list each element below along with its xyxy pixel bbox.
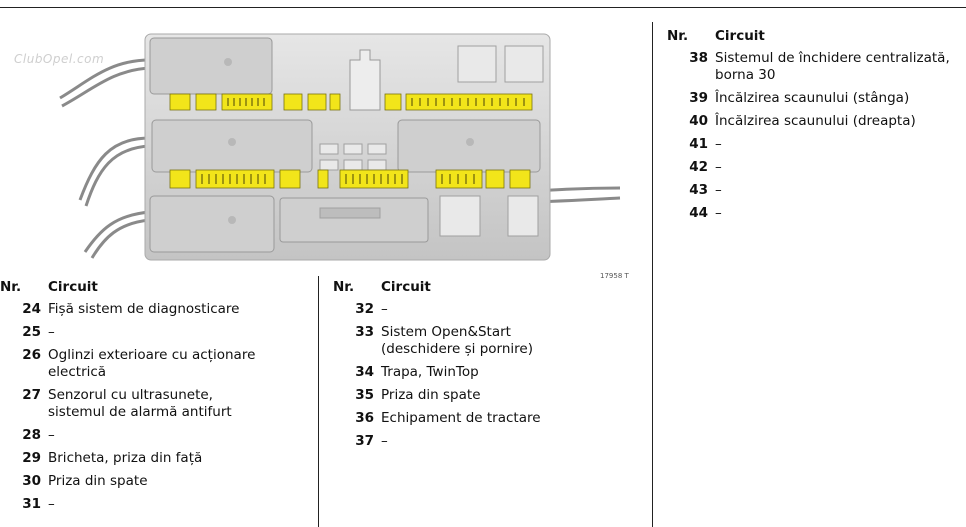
table-header: Nr. Circuit xyxy=(667,28,962,50)
table-row: 29 Bricheta, priza din față xyxy=(0,450,300,467)
row-number: 28 xyxy=(22,427,41,443)
header-nr: Nr. xyxy=(667,28,689,44)
header-circuit: Circuit xyxy=(48,279,98,295)
circuit-table-2: Nr. Circuit 32 – 33 Sistem Open&Start (d… xyxy=(333,279,623,456)
row-number: 26 xyxy=(22,347,41,363)
row-number: 25 xyxy=(22,324,41,340)
row-circuit: Priza din spate xyxy=(381,387,481,403)
row-circuit: Trapa, TwinTop xyxy=(381,364,479,380)
row-circuit: Încălzirea scaunului (stânga) xyxy=(715,90,910,106)
circuit-table-1: Nr. Circuit 24 Fișă sistem de diagnostic… xyxy=(0,279,300,519)
header-circuit: Circuit xyxy=(715,28,765,44)
row-circuit: Bricheta, priza din față xyxy=(48,450,203,466)
table-row: 43 – xyxy=(667,182,962,199)
row-circuit: Sistemul de închidere centralizată, born… xyxy=(715,50,950,83)
row-circuit: Priza din spate xyxy=(48,473,148,489)
row-circuit: Fișă sistem de diagnosticare xyxy=(48,301,240,317)
row-circuit: – xyxy=(715,182,722,198)
row-circuit: – xyxy=(48,427,55,443)
row-circuit: – xyxy=(48,324,55,340)
row-number: 31 xyxy=(22,496,41,512)
row-number: 42 xyxy=(689,159,708,175)
row-circuit: Sistem Open&Start (deschidere și pornire… xyxy=(381,324,533,357)
row-circuit: Încălzirea scaunului (dreapta) xyxy=(715,113,916,129)
table-header: Nr. Circuit xyxy=(333,279,623,301)
fuse-box-illustration xyxy=(59,33,621,261)
table-row: 31 – xyxy=(0,496,300,513)
table-row: 30 Priza din spate xyxy=(0,473,300,490)
row-number: 43 xyxy=(689,182,708,198)
table-row: 27 Senzorul cu ultrasunete, sistemul de … xyxy=(0,387,268,421)
table-header: Nr. Circuit xyxy=(0,279,300,301)
header-nr: Nr. xyxy=(0,279,22,295)
table-row: 35 Priza din spate xyxy=(333,387,623,404)
watermark: ClubOpel.com xyxy=(14,52,105,66)
row-number: 32 xyxy=(355,301,374,317)
divider-table-1-2 xyxy=(318,276,319,527)
row-number: 30 xyxy=(22,473,41,489)
row-number: 34 xyxy=(355,364,374,380)
table-row: 41 – xyxy=(667,136,962,153)
row-circuit: – xyxy=(715,159,722,175)
row-circuit: – xyxy=(381,433,388,449)
row-circuit: – xyxy=(715,136,722,152)
table-row: 39 Încălzirea scaunului (stânga) xyxy=(667,90,962,107)
table-row: 42 – xyxy=(667,159,962,176)
row-number: 41 xyxy=(689,136,708,152)
header-circuit: Circuit xyxy=(381,279,431,295)
table-row: 34 Trapa, TwinTop xyxy=(333,364,623,381)
table-row: 28 – xyxy=(0,427,300,444)
table-row: 24 Fișă sistem de diagnosticare xyxy=(0,301,300,318)
table-row: 38 Sistemul de închidere centralizată, b… xyxy=(667,50,955,84)
row-circuit: Oglinzi exterioare cu acționare electric… xyxy=(48,347,256,380)
circuit-table-3: Nr. Circuit 38 Sistemul de închidere cen… xyxy=(667,28,962,228)
table-row: 32 – xyxy=(333,301,623,318)
table-row: 37 – xyxy=(333,433,623,450)
row-circuit: – xyxy=(48,496,55,512)
header-nr: Nr. xyxy=(333,279,355,295)
row-number: 40 xyxy=(689,113,708,129)
row-number: 33 xyxy=(355,324,374,340)
row-circuit: Senzorul cu ultrasunete, sistemul de ala… xyxy=(48,387,232,420)
table-row: 26 Oglinzi exterioare cu acționare elect… xyxy=(0,347,258,381)
fuse-row-bottom xyxy=(169,169,531,189)
row-number: 24 xyxy=(22,301,41,317)
row-number: 37 xyxy=(355,433,374,449)
table-row: 25 – xyxy=(0,324,300,341)
row-number: 35 xyxy=(355,387,374,403)
row-circuit: – xyxy=(715,205,722,221)
table-row: 33 Sistem Open&Start (deschidere și porn… xyxy=(333,324,591,358)
table-row: 44 – xyxy=(667,205,962,222)
row-circuit: – xyxy=(381,301,388,317)
divider-figure-right xyxy=(652,22,653,527)
row-number: 39 xyxy=(689,90,708,106)
row-number: 36 xyxy=(355,410,374,426)
row-number: 38 xyxy=(689,50,708,66)
table-row: 40 Încălzirea scaunului (dreapta) xyxy=(667,113,962,130)
fuse-box-figure: ClubOpel.com xyxy=(0,20,645,280)
row-number: 27 xyxy=(22,387,41,403)
figure-code: 17958 T xyxy=(600,272,629,280)
row-number: 29 xyxy=(22,450,41,466)
top-rule xyxy=(0,7,966,8)
row-circuit: Echipament de tractare xyxy=(381,410,541,426)
row-number: 44 xyxy=(689,205,708,221)
table-row: 36 Echipament de tractare xyxy=(333,410,623,427)
